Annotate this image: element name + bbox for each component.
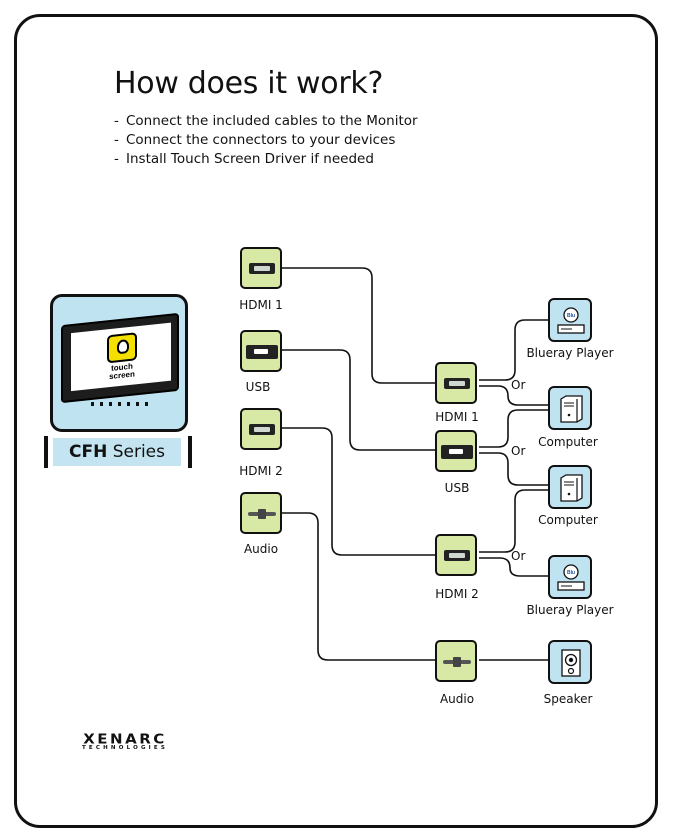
device-label: Blueray Player <box>526 603 614 617</box>
series-suffix: Series <box>112 442 165 462</box>
logo-wordmark: XENARC <box>83 730 167 748</box>
svg-text:Blu: Blu <box>567 570 575 576</box>
touch-hand-icon <box>107 332 137 364</box>
device-computer-1 <box>548 386 592 430</box>
audio-plug-icon <box>248 509 276 519</box>
device-label: Computer <box>538 513 598 527</box>
wire-audio <box>282 512 435 661</box>
xenarc-logo: XENARC TECHNOLOGIES <box>58 730 192 754</box>
wire-usb <box>282 349 435 451</box>
wire-hdmi1 <box>282 267 435 384</box>
or-label: Or <box>511 378 526 392</box>
usb-plug-icon <box>246 345 278 359</box>
hdmi-plug-icon <box>444 550 470 561</box>
connector-hdmi1 <box>435 362 477 404</box>
connector-label: HDMI 1 <box>435 410 479 424</box>
or-label: Or <box>511 444 526 458</box>
bluray-player-icon: Blu <box>557 307 585 334</box>
device-computer-2 <box>548 465 592 509</box>
connector-label: Audio <box>439 692 475 706</box>
connector-audio <box>435 640 477 682</box>
instruction-step: Connect the included cables to the Monit… <box>114 112 418 131</box>
wire-hdmi1-bluray <box>479 319 548 381</box>
connector-usb <box>435 430 477 472</box>
wire-hdmi1-computer <box>479 385 548 406</box>
hdmi-plug-icon <box>249 263 275 274</box>
audio-plug-icon <box>443 657 471 667</box>
connector-label: USB <box>444 481 470 495</box>
cable-label: HDMI 2 <box>239 464 283 478</box>
touch-screen-label: touch screen <box>109 361 135 382</box>
device-bluray-player-1: Blu <box>548 298 592 342</box>
cable-label: HDMI 1 <box>239 298 283 312</box>
cable-hdmi1 <box>240 247 282 289</box>
hdmi-plug-icon <box>444 378 470 389</box>
cable-label: Audio <box>243 542 279 556</box>
wire-hdmi2 <box>282 427 435 556</box>
device-label: Blueray Player <box>526 346 614 360</box>
svg-text:Blu: Blu <box>567 313 575 319</box>
wire-usb-computer2 <box>479 452 548 486</box>
cable-audio <box>240 492 282 534</box>
logo-subtitle: TECHNOLOGIES <box>81 745 169 751</box>
computer-tower-icon <box>560 474 583 502</box>
hdmi-plug-icon <box>249 424 275 435</box>
series-label: CFH Series <box>44 436 192 468</box>
connector-hdmi2 <box>435 534 477 576</box>
monitor-buttons <box>91 402 151 406</box>
speaker-icon <box>561 649 581 677</box>
device-label: Computer <box>538 435 598 449</box>
instruction-list: Connect the included cables to the Monit… <box>114 112 418 169</box>
device-speaker <box>548 640 592 684</box>
monitor-screen: touch screen <box>61 312 179 404</box>
device-label: Speaker <box>543 692 593 706</box>
or-label: Or <box>511 549 526 563</box>
wire-hdmi2-computer <box>479 489 548 553</box>
usb-plug-icon <box>441 445 473 459</box>
computer-tower-icon <box>560 395 583 423</box>
bluray-player-icon: Blu <box>557 564 585 591</box>
cable-usb <box>240 330 282 372</box>
wire-hdmi2-bluray <box>479 557 548 577</box>
cable-label: USB <box>245 380 271 394</box>
connector-label: HDMI 2 <box>435 587 479 601</box>
device-bluray-player-2: Blu <box>548 555 592 599</box>
cable-hdmi2 <box>240 408 282 450</box>
wire-usb-computer1 <box>479 409 548 448</box>
instruction-step: Connect the connectors to your devices <box>114 131 418 150</box>
series-name: CFH <box>68 442 108 462</box>
touch-monitor-illustration: touch screen <box>50 294 188 432</box>
instruction-step: Install Touch Screen Driver if needed <box>114 150 418 169</box>
page-title: How does it work? <box>114 66 384 101</box>
